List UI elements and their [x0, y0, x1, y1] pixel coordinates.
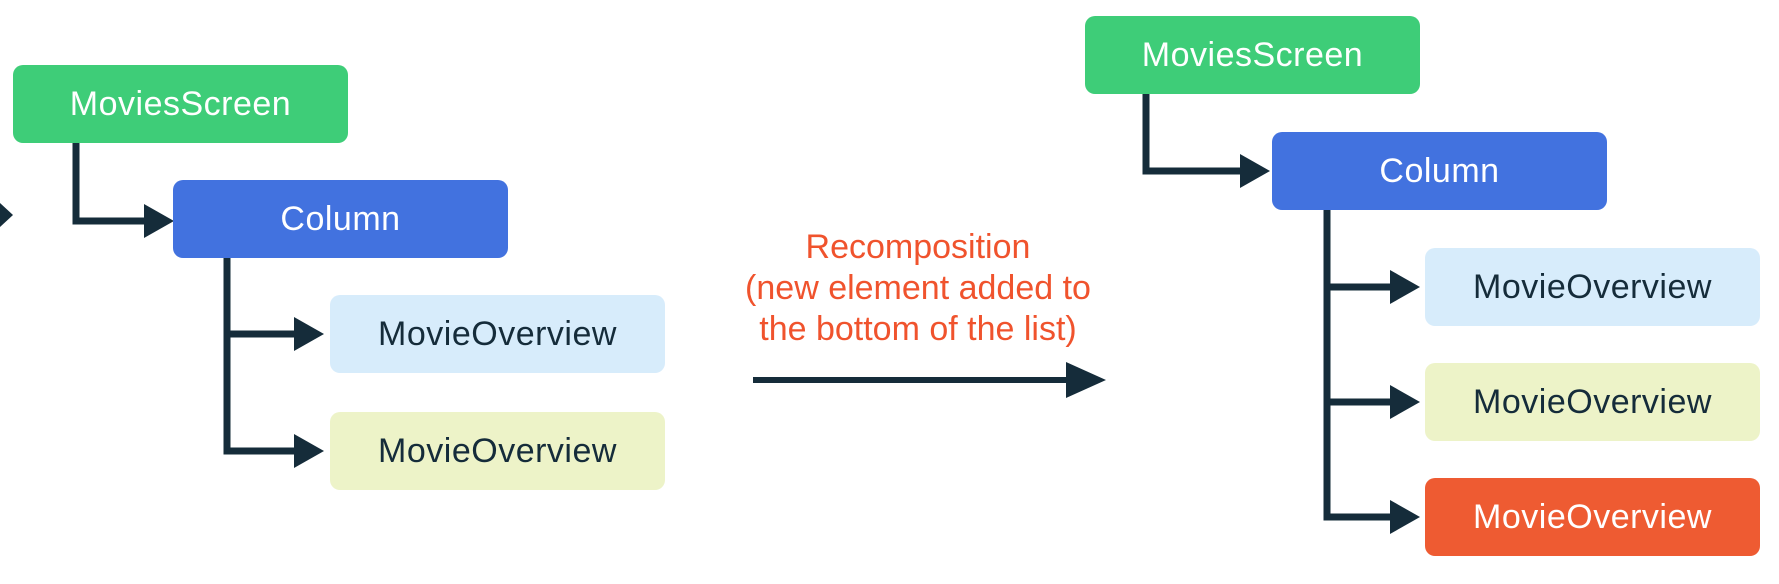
- node-label: MovieOverview: [378, 314, 617, 353]
- node-after-movieoverview-1: MovieOverview: [1425, 248, 1760, 326]
- node-label: Column: [280, 199, 401, 238]
- arrowhead-icon: [1066, 362, 1106, 398]
- node-label: MovieOverview: [1473, 267, 1712, 306]
- recomposition-arrow: [753, 362, 1106, 398]
- arrowhead-icon: [1240, 154, 1270, 188]
- node-label: MoviesScreen: [69, 84, 292, 123]
- node-before-moviesscreen: MoviesScreen: [13, 65, 348, 143]
- node-after-movieoverview-2: MovieOverview: [1425, 363, 1760, 441]
- recomposition-caption: Recomposition (new element added to the …: [680, 227, 1156, 350]
- caption-line: Recomposition: [805, 228, 1031, 266]
- arrowhead-icon: [1390, 385, 1420, 419]
- after-column-children-connector: [1323, 210, 1420, 534]
- before-root-to-column-connector: [72, 143, 174, 238]
- node-label: MovieOverview: [378, 431, 617, 470]
- node-before-column: Column: [173, 180, 508, 258]
- arrowhead-icon: [1390, 270, 1420, 304]
- left-edge-arrow-fragment: [0, 203, 13, 227]
- node-before-movieoverview-1: MovieOverview: [330, 295, 665, 373]
- before-column-children-connector: [223, 258, 324, 468]
- node-label: MovieOverview: [1473, 382, 1712, 421]
- node-label: MovieOverview: [1473, 497, 1712, 536]
- node-label: MoviesScreen: [1141, 35, 1364, 74]
- arrowhead-icon: [144, 204, 174, 238]
- after-root-to-column-connector: [1142, 94, 1270, 188]
- caption-line: (new element added to: [745, 269, 1091, 307]
- node-after-column: Column: [1272, 132, 1607, 210]
- arrowhead-icon: [1390, 500, 1420, 534]
- arrowhead-icon: [294, 317, 324, 351]
- arrowhead-icon: [294, 434, 324, 468]
- caption-line: the bottom of the list): [759, 310, 1077, 348]
- node-before-movieoverview-2: MovieOverview: [330, 412, 665, 490]
- node-label: Column: [1379, 151, 1500, 190]
- node-after-moviesscreen: MoviesScreen: [1085, 16, 1420, 94]
- node-after-movieoverview-new: MovieOverview: [1425, 478, 1760, 556]
